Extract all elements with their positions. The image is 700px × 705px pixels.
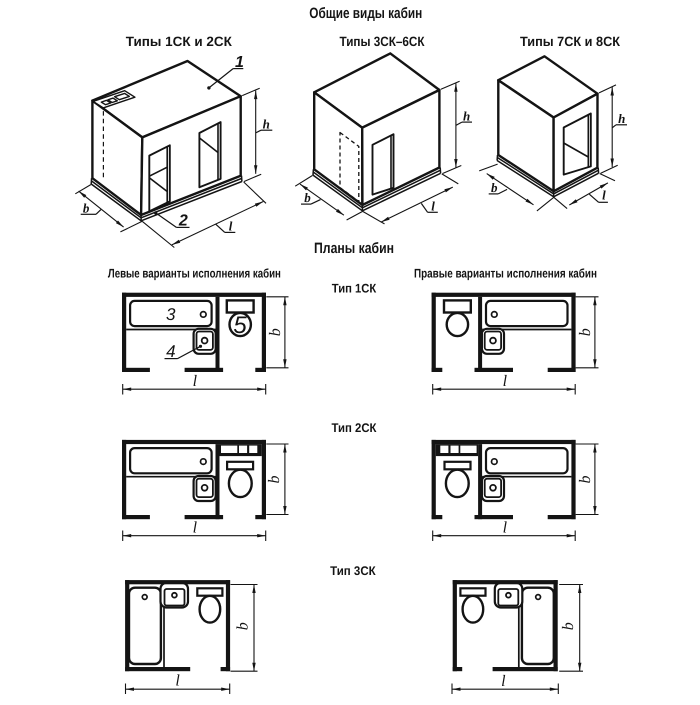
svg-text:Правые варианты исполнения каб: Правые варианты исполнения кабин (414, 267, 597, 281)
svg-text:l: l (431, 198, 435, 213)
svg-text:b: b (304, 190, 311, 205)
svg-text:l: l (193, 519, 198, 536)
svg-text:l: l (501, 673, 506, 690)
svg-text:b: b (267, 328, 284, 336)
svg-text:l: l (503, 373, 508, 390)
svg-text:b: b (560, 622, 577, 630)
svg-text:5: 5 (233, 312, 247, 339)
svg-text:l: l (175, 673, 180, 690)
svg-text:l: l (229, 219, 233, 234)
svg-text:b: b (266, 476, 283, 484)
svg-text:l: l (503, 519, 508, 536)
svg-text:h: h (263, 116, 270, 131)
svg-text:b: b (577, 476, 594, 484)
svg-text:Планы кабин: Планы кабин (314, 240, 394, 257)
svg-text:b: b (491, 180, 498, 195)
svg-text:Общие виды кабин: Общие виды кабин (309, 5, 422, 22)
svg-text:b: b (83, 200, 90, 215)
svg-text:l: l (602, 188, 606, 203)
svg-text:l: l (193, 373, 198, 390)
svg-text:h: h (463, 108, 470, 123)
svg-text:Типы 1СК и 2СК: Типы 1СК и 2СК (126, 34, 233, 49)
svg-text:Левые варианты исполнения каби: Левые варианты исполнения кабин (108, 267, 281, 281)
svg-text:Тип 2СК: Тип 2СК (332, 421, 377, 435)
svg-text:3: 3 (166, 305, 176, 324)
svg-text:b: b (577, 328, 594, 336)
svg-text:h: h (618, 111, 625, 126)
svg-text:Тип 1СК: Тип 1СК (332, 282, 377, 296)
svg-text:Типы 7СК и 8СК: Типы 7СК и 8СК (520, 34, 621, 49)
svg-text:4: 4 (166, 342, 175, 361)
svg-text:b: b (234, 622, 251, 630)
svg-text:Типы 3СК–6СК: Типы 3СК–6СК (340, 34, 426, 49)
svg-text:Тип 3СК: Тип 3СК (330, 564, 376, 578)
